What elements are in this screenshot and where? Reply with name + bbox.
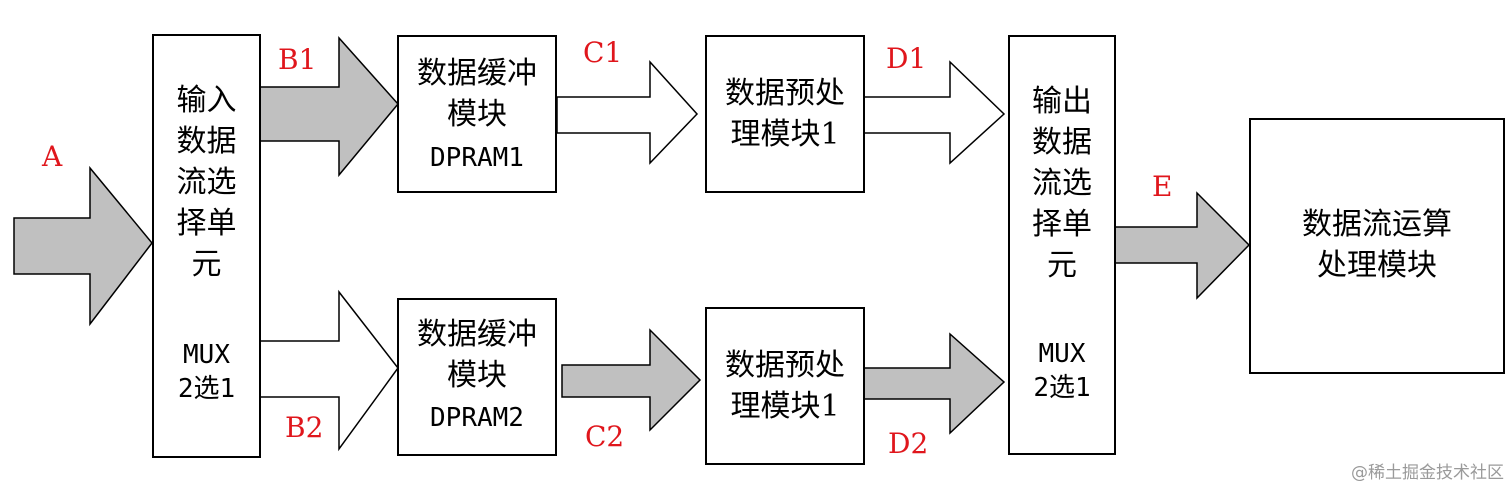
buffer-2-title: 数据缓冲 模块 bbox=[417, 317, 537, 393]
buffer-2-subtitle: DPRAM2 bbox=[430, 403, 524, 433]
buffer-1-subtitle: DPRAM1 bbox=[430, 143, 524, 173]
output-mux-subtitle: MUX 2选1 bbox=[1033, 339, 1091, 403]
signal-label-e: E bbox=[1152, 170, 1173, 203]
arrow-c2 bbox=[561, 328, 702, 432]
output-mux-title: 输出 数据 流选 择单 元 bbox=[1032, 84, 1092, 283]
preprocess-2-title: 数据预处 理模块1 bbox=[725, 348, 845, 424]
signal-label-b2: B2 bbox=[285, 411, 324, 444]
arrow-d1 bbox=[863, 60, 1006, 165]
signal-label-d2: D2 bbox=[888, 427, 929, 460]
signal-label-b1: B1 bbox=[278, 43, 317, 76]
signal-label-c2: C2 bbox=[585, 420, 625, 453]
arrow-d2 bbox=[863, 332, 1006, 435]
input-mux-subtitle: MUX 2选1 bbox=[177, 340, 236, 404]
signal-label-a: A bbox=[42, 140, 63, 173]
output-mux-block: 输出 数据 流选 择单 元 MUX 2选1 bbox=[1008, 35, 1116, 455]
arrow-c1 bbox=[556, 60, 699, 165]
compute-block: 数据流运算 处理模块 bbox=[1249, 118, 1505, 374]
arrow-b2 bbox=[259, 289, 399, 452]
preprocess-block-2: 数据预处 理模块1 bbox=[705, 307, 865, 465]
buffer-block-1: 数据缓冲 模块 DPRAM1 bbox=[397, 35, 557, 193]
buffer-block-2: 数据缓冲 模块 DPRAM2 bbox=[397, 298, 557, 456]
arrow-a bbox=[13, 165, 153, 327]
compute-title: 数据流运算 处理模块 bbox=[1302, 207, 1452, 283]
input-mux-title: 输入 数据 流选 择单 元 bbox=[176, 83, 237, 282]
preprocess-1-title: 数据预处 理模块1 bbox=[725, 76, 845, 152]
arrow-b1 bbox=[259, 36, 399, 178]
watermark: @稀土掘金技术社区 bbox=[1351, 463, 1504, 483]
input-mux-block: 输入 数据 流选 择单 元 MUX 2选1 bbox=[152, 34, 261, 458]
buffer-1-title: 数据缓冲 模块 bbox=[417, 56, 537, 132]
arrow-e bbox=[1114, 191, 1251, 300]
preprocess-block-1: 数据预处 理模块1 bbox=[705, 35, 865, 193]
signal-label-c1: C1 bbox=[583, 36, 623, 69]
signal-label-d1: D1 bbox=[886, 42, 927, 75]
